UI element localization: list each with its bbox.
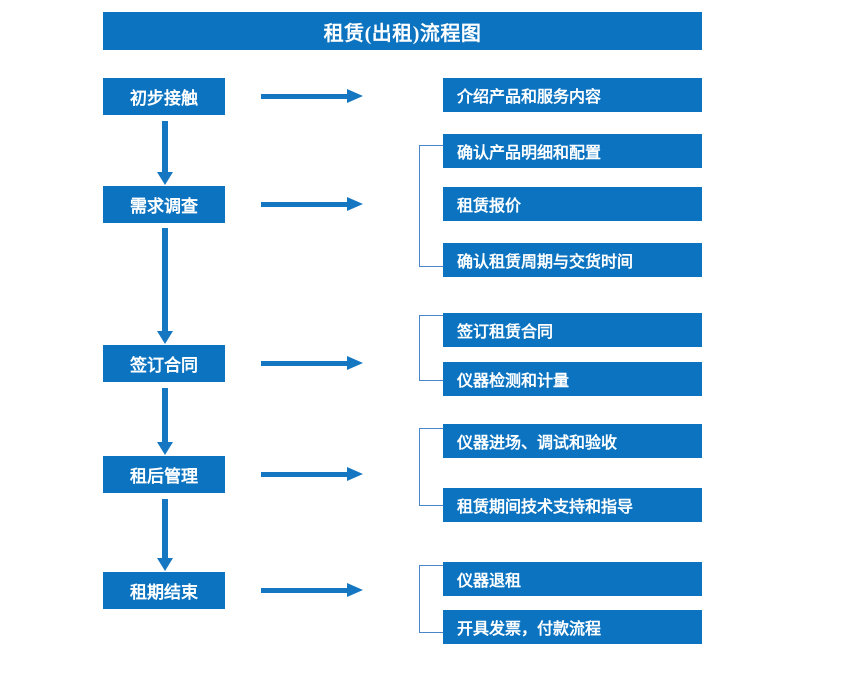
- bracket-connector-post-rental: [419, 428, 443, 506]
- stage-node-post-rental-management[interactable]: 租后管理: [103, 456, 225, 493]
- flowchart-title: 租赁(出租)流程图: [103, 12, 702, 50]
- detail-box-sign-rental-contract[interactable]: 签订租赁合同: [443, 313, 702, 347]
- bracket-connector-rental-end: [419, 565, 443, 633]
- detail-box-instrument-return[interactable]: 仪器退租: [443, 562, 702, 596]
- detail-box-invoice-payment-process[interactable]: 开具发票，付款流程: [443, 610, 702, 644]
- detail-box-instrument-inspection-metering[interactable]: 仪器检测和计量: [443, 362, 702, 396]
- bracket-connector-sign-contract: [419, 315, 443, 381]
- bracket-connector-requirement-survey: [419, 145, 443, 267]
- detail-box-confirm-rental-period-delivery[interactable]: 确认租赁周期与交货时间: [443, 243, 702, 277]
- detail-box-rental-quotation[interactable]: 租赁报价: [443, 187, 702, 221]
- detail-box-intro-products-services[interactable]: 介绍产品和服务内容: [443, 78, 702, 112]
- detail-box-instrument-entry-commissioning-acceptance[interactable]: 仪器进场、调试和验收: [443, 424, 702, 458]
- stage-node-rental-end[interactable]: 租期结束: [103, 572, 225, 609]
- horizontal-arrow-1: [261, 89, 363, 103]
- stage-node-sign-contract[interactable]: 签订合同: [103, 345, 225, 382]
- horizontal-arrow-5: [261, 583, 363, 597]
- vertical-arrow-2: [157, 228, 173, 344]
- horizontal-arrow-2: [261, 197, 363, 211]
- horizontal-arrow-4: [261, 467, 363, 481]
- detail-box-confirm-product-details[interactable]: 确认产品明细和配置: [443, 134, 702, 168]
- vertical-arrow-3: [157, 388, 173, 455]
- vertical-arrow-4: [157, 499, 173, 571]
- stage-node-requirement-survey[interactable]: 需求调查: [103, 186, 225, 223]
- stage-node-initial-contact[interactable]: 初步接触: [103, 78, 225, 115]
- vertical-arrow-1: [157, 121, 173, 185]
- horizontal-arrow-3: [261, 356, 363, 370]
- detail-box-technical-support-guidance[interactable]: 租赁期间技术支持和指导: [443, 488, 702, 522]
